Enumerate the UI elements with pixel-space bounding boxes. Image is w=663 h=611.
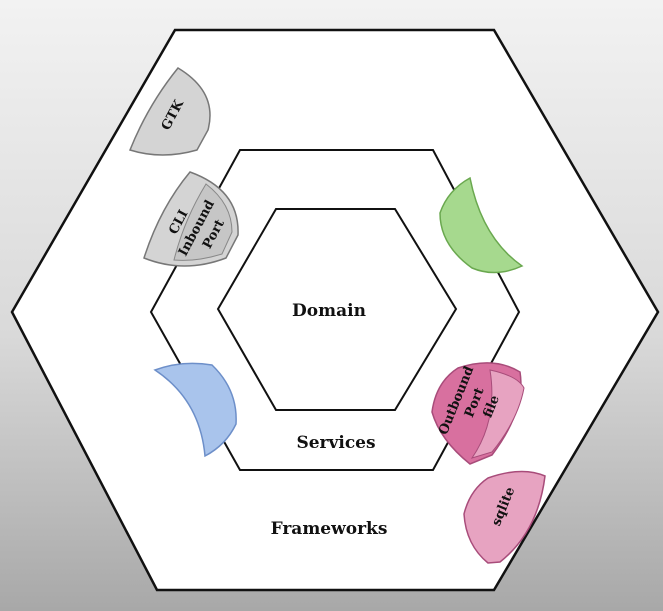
sqlite-adapter: sqlite bbox=[463, 470, 546, 564]
domain-label: Domain bbox=[292, 301, 366, 321]
blue-adapter bbox=[153, 362, 237, 458]
domain-hexagon bbox=[216, 208, 458, 411]
cli-inbound-port-adapter: CLI Inbound Port bbox=[143, 171, 239, 267]
services-label: Services bbox=[296, 433, 375, 453]
green-adapter bbox=[439, 176, 524, 274]
frameworks-label: Frameworks bbox=[271, 519, 388, 539]
gtk-adapter: GTK bbox=[129, 67, 211, 156]
